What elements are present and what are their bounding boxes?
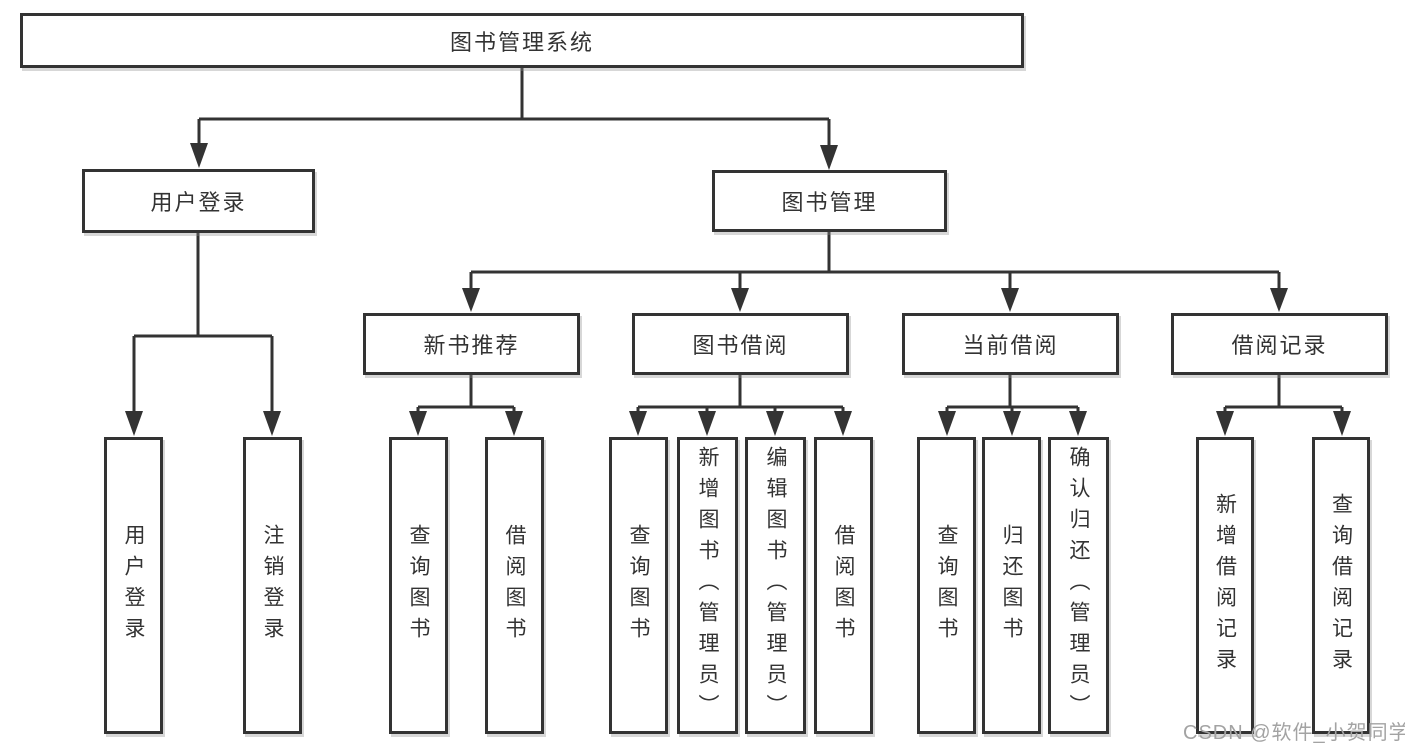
leaf-box-query-books-recommend: 查询图书 bbox=[389, 437, 448, 734]
leaf-label: 新增图书（管理员） bbox=[696, 446, 719, 725]
watermark-text: CSDN @软件_小贺同学 bbox=[1183, 722, 1405, 744]
leaf-label: 查询图书 bbox=[407, 523, 430, 648]
node-box-system: 图书管理系统 bbox=[20, 13, 1024, 68]
leaf-label: 编辑图书（管理员） bbox=[764, 446, 787, 725]
leaf-label: 查询图书 bbox=[627, 523, 650, 648]
node-label: 用户登录 bbox=[150, 190, 247, 215]
leaf-box-add-borrow-record: 新增借阅记录 bbox=[1196, 437, 1254, 734]
leaf-box-logout: 注销登录 bbox=[243, 437, 302, 734]
leaf-box-query-books-borrow: 查询图书 bbox=[609, 437, 668, 734]
leaf-box-user-login: 用户登录 bbox=[104, 437, 163, 734]
leaf-label: 查询借阅记录 bbox=[1329, 492, 1353, 679]
leaf-box-borrow-books-recommend: 借阅图书 bbox=[485, 437, 544, 734]
leaf-label: 用户登录 bbox=[122, 523, 145, 648]
leaf-box-edit-book-admin: 编辑图书（管理员） bbox=[745, 437, 806, 734]
leaf-box-confirm-return-admin: 确认归还（管理员） bbox=[1048, 437, 1109, 734]
leaf-label: 归还图书 bbox=[1000, 523, 1023, 648]
node-label: 借阅记录 bbox=[1231, 333, 1328, 358]
node-label: 图书管理 bbox=[781, 190, 878, 215]
node-label: 当前借阅 bbox=[962, 333, 1059, 358]
node-box-book-borrow: 图书借阅 bbox=[632, 313, 849, 375]
node-label: 新书推荐 bbox=[423, 333, 520, 358]
leaf-label: 新增借阅记录 bbox=[1213, 492, 1237, 679]
leaf-label: 注销登录 bbox=[261, 523, 284, 648]
node-label: 图书管理系统 bbox=[449, 29, 594, 55]
node-box-new-book-recommend: 新书推荐 bbox=[363, 313, 580, 375]
node-box-borrow-records: 借阅记录 bbox=[1171, 313, 1388, 375]
leaf-label: 查询图书 bbox=[935, 523, 958, 648]
leaf-label: 借阅图书 bbox=[503, 523, 526, 648]
leaf-label: 借阅图书 bbox=[832, 523, 855, 648]
node-box-user-login: 用户登录 bbox=[82, 169, 315, 233]
leaf-box-return-books: 归还图书 bbox=[982, 437, 1041, 734]
leaf-box-add-book-admin: 新增图书（管理员） bbox=[677, 437, 738, 734]
leaf-label: 确认归还（管理员） bbox=[1067, 446, 1090, 725]
leaf-box-borrow-books-borrow: 借阅图书 bbox=[814, 437, 873, 734]
node-box-current-borrow: 当前借阅 bbox=[902, 313, 1119, 375]
leaf-box-query-books-current: 查询图书 bbox=[917, 437, 976, 734]
node-box-book-management: 图书管理 bbox=[712, 170, 947, 232]
leaf-box-query-borrow-record: 查询借阅记录 bbox=[1312, 437, 1370, 734]
node-label: 图书借阅 bbox=[692, 333, 789, 358]
